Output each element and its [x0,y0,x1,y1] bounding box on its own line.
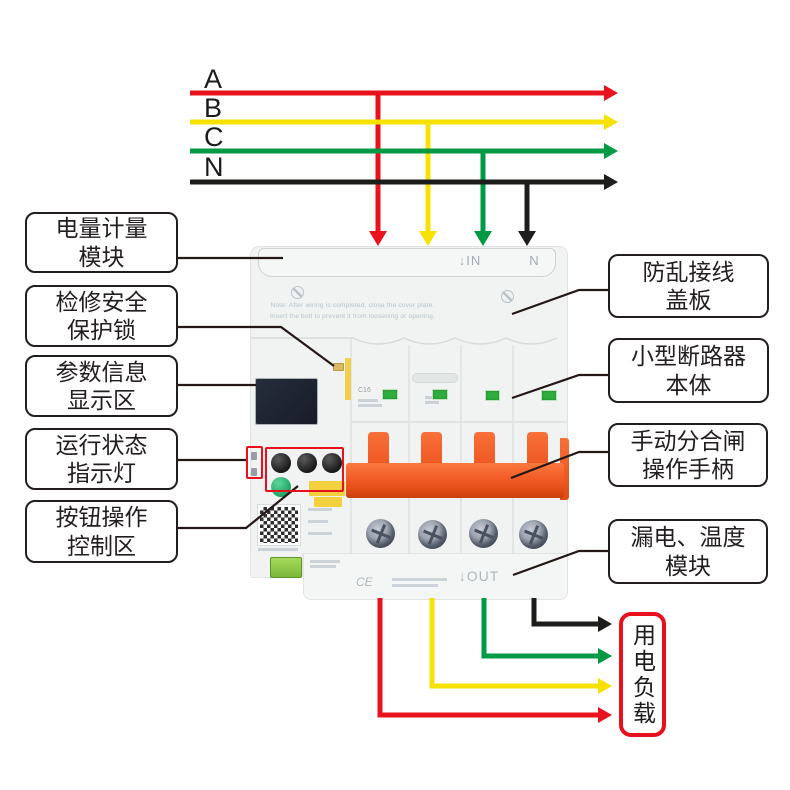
device-button [322,453,342,473]
meter-breaker-divider [350,339,352,554]
anti-miswiring-cover-plate [258,248,556,277]
phase-b-label: B [204,93,223,123]
output-terminal-screw [519,520,548,549]
status-indicator-led [251,452,257,460]
device-button [271,453,291,473]
breaker-handle-tab [421,432,442,466]
contact-position-window [541,390,557,401]
output-terminal-screw [469,519,498,548]
load-wire-n-arrowhead [598,616,612,632]
breaker-rating-text: C16 [358,387,371,394]
breaker-model-pill [412,373,458,383]
phase-a-label: A [204,64,223,94]
breaker-handle-tab [368,432,389,466]
electric-load-box: 用电负载 [619,612,666,737]
callout-display-area: 参数信息 显示区 [25,355,178,417]
phase-a-drop-arrowhead [369,231,387,246]
breaker-handle-tab [474,432,495,466]
green-terminal-connector [270,557,302,578]
load-wire-b [429,598,599,689]
fine-print-bar [258,548,298,551]
maintenance-safety-lock [333,363,344,371]
fine-print-bar [358,404,382,407]
breaker-handle-tab [527,432,548,466]
contact-position-window [432,389,448,400]
load-wire-c-arrowhead [598,648,612,664]
pole-divider [512,345,514,553]
ce-mark: CE [356,575,373,589]
phase-c-drop-arrowhead [474,231,492,246]
callout-button-area: 按钮操作 控制区 [25,500,178,563]
phase-c-label: C [204,122,224,152]
pole-divider [408,345,410,553]
fine-print-bar [358,399,378,402]
device-button [297,453,317,473]
pole-divider [460,345,462,553]
fine-print-bar [392,584,438,587]
contact-position-window [382,389,398,400]
button-area-annotation-box [265,447,344,492]
contact-position-window [485,390,500,401]
cover-screw-icon [291,286,304,299]
out-terminal-label: ↓OUT [458,568,500,584]
fine-print-bar [308,532,332,535]
phase-n-arrowhead [604,174,618,190]
breaker-faceplate-edge [350,421,568,423]
cover-note-line: Note: After wiring is completed, close t… [270,302,435,309]
callout-operation-handle: 手动分合闸 操作手柄 [608,423,768,487]
yellow-label-tag [309,481,345,496]
phase-c-arrowhead [604,143,618,159]
yellow-label-tag [314,497,342,507]
fine-print-bar [392,578,447,581]
phase-a-arrowhead [604,85,618,101]
load-wire-a [377,598,599,718]
load-wire-a-arrowhead [598,707,612,723]
load-wire-n [531,598,599,627]
callout-status-leds: 运行状态 指示灯 [25,428,178,490]
qr-code [257,504,301,546]
cover-screw-icon [501,290,514,303]
manual-operation-handle [346,463,564,498]
in-terminal-label: ↓IN [458,253,482,268]
phase-n-label: N [204,152,224,182]
lcd-display [255,378,318,425]
fine-print-bar [310,565,336,568]
callout-safety-lock: 检修安全 保护锁 [25,285,178,347]
leakage-temperature-module-plate [303,553,568,600]
output-terminal-screw [418,520,447,549]
load-wire-b-arrowhead [598,678,612,694]
callout-leakage-module: 漏电、温度 模块 [608,519,768,584]
callout-cover-plate: 防乱接线 盖板 [608,254,769,318]
phase-b-drop-arrowhead [419,231,437,246]
neutral-terminal-label: N [529,253,539,268]
output-terminal-screw [366,519,395,548]
phase-b-arrowhead [604,114,618,130]
status-indicator-led [251,468,257,476]
indicator-annotation-box [246,446,263,479]
callout-metering-module: 电量计量 模块 [25,212,178,273]
callout-breaker-body: 小型断路器 本体 [608,338,769,403]
fine-print-bar [425,401,439,404]
fine-print-bar [308,508,332,511]
fine-print-bar [310,560,340,563]
phase-n-drop-arrowhead [518,231,536,246]
yellow-seal-strip [345,358,351,400]
load-wire-c [481,598,599,659]
fine-print-bar [308,520,328,523]
cover-note-line: Insert the bolt to prevent it from loose… [269,313,436,320]
